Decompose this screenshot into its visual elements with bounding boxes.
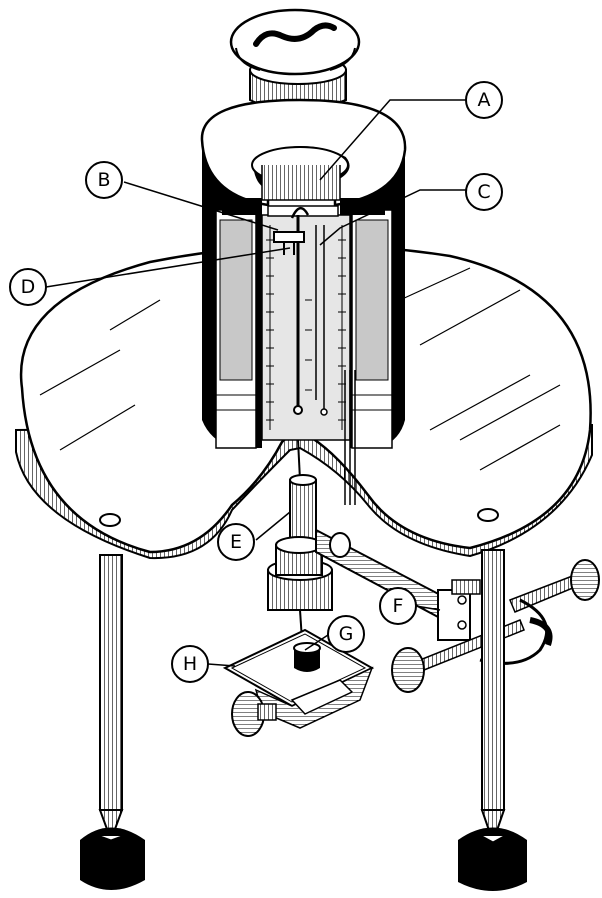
leader-d: [45, 247, 291, 288]
table-hole-left: [99, 513, 121, 527]
leader-g: [304, 634, 329, 651]
cylinder: [200, 98, 407, 505]
callout-d: D: [9, 268, 47, 306]
sample-puck: [294, 648, 320, 672]
callout-e-text: E: [230, 531, 242, 553]
foot-left: [80, 827, 145, 890]
callout-d-text: D: [21, 276, 36, 298]
callout-c-text: C: [477, 181, 490, 203]
foot-right: [458, 827, 527, 891]
table-hole-right: [477, 508, 499, 522]
callouts: A B C D E F G H: [9, 81, 503, 683]
knob-right-upper: [570, 559, 600, 601]
leader-a: [319, 99, 466, 181]
callout-h-text: H: [183, 653, 197, 675]
knob-right-lower: [391, 647, 425, 693]
lid-handle: [253, 22, 337, 47]
lower-assembly: [222, 439, 375, 737]
leader-h: [207, 663, 236, 667]
callout-a: A: [465, 81, 503, 119]
callout-h: H: [171, 645, 209, 683]
callout-b: B: [85, 161, 123, 199]
leader-c: [319, 189, 466, 246]
leader-b: [123, 181, 279, 231]
legs: [80, 549, 527, 891]
leader-e: [255, 511, 291, 541]
callout-a-text: A: [478, 89, 491, 111]
callout-c: C: [465, 173, 503, 211]
callout-f: F: [379, 587, 417, 625]
callout-f-text: F: [393, 595, 404, 617]
leader-f: [415, 605, 441, 611]
callout-g-text: G: [339, 623, 354, 645]
lid: [229, 8, 361, 111]
callout-g: G: [327, 615, 365, 653]
callout-e: E: [217, 523, 255, 561]
callout-b-text: B: [97, 169, 110, 191]
leader-lines: [45, 99, 466, 667]
